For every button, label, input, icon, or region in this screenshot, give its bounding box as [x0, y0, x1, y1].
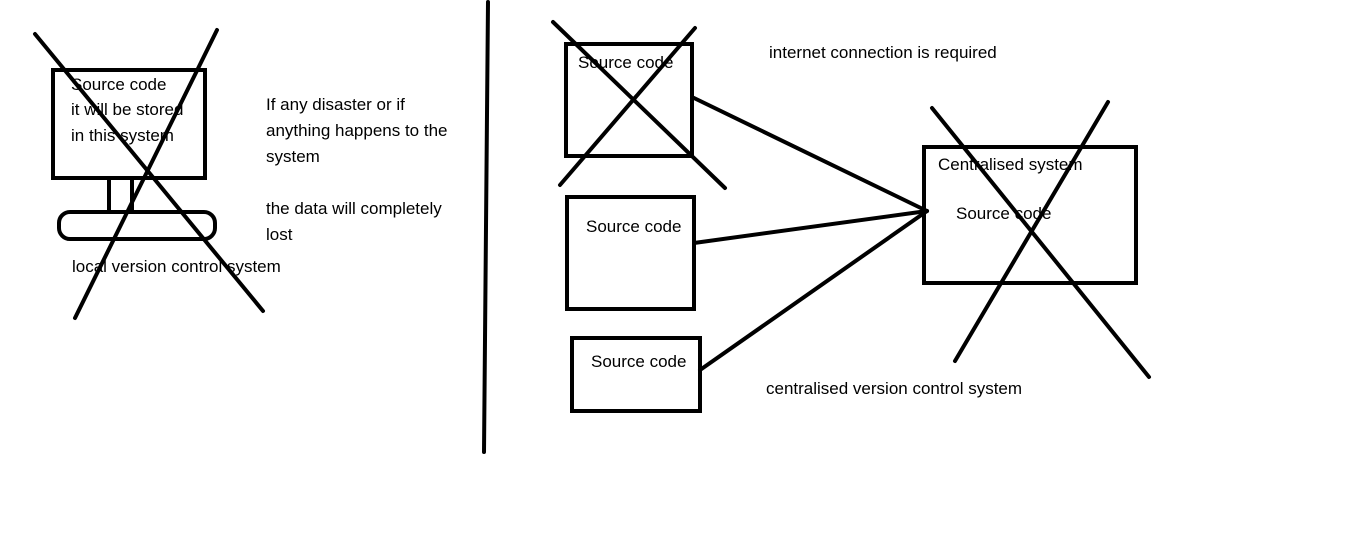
disaster-note-line-2: anything happens to the	[266, 121, 448, 140]
server-label: Source code	[956, 204, 1052, 223]
client-top-cross-b	[558, 26, 697, 187]
server-title: Centralised system	[938, 155, 1083, 174]
client-top-label: Source code	[578, 53, 674, 72]
local-base	[57, 210, 217, 241]
local-box-text-line-3: in this system	[71, 126, 174, 145]
internet-note: internet connection is required	[769, 43, 997, 62]
local-monitor-box	[51, 68, 207, 180]
local-box-text-line-2: it will be stored	[71, 100, 184, 119]
client-top-cross-a	[551, 20, 727, 190]
client-box-bottom	[570, 336, 702, 413]
server-cross-b	[953, 100, 1110, 363]
client-bottom-label: Source code	[591, 352, 687, 371]
disaster-note-line-1: If any disaster or if	[266, 95, 405, 114]
local-box-text-line-1: Source code	[71, 75, 167, 94]
connector-top	[692, 96, 929, 213]
connector-bottom	[698, 209, 929, 372]
server-box	[922, 145, 1138, 285]
disaster-note-line-3: system	[266, 147, 320, 166]
client-box-top	[564, 42, 694, 158]
local-cross-line-b	[73, 28, 219, 320]
client-box-middle	[565, 195, 696, 311]
connector-middle	[692, 209, 929, 245]
local-cross-line-a	[33, 32, 265, 313]
local-caption: local version control system	[72, 257, 281, 276]
data-lost-note-line-1: the data will completely	[266, 199, 442, 218]
centralised-caption: centralised version control system	[766, 379, 1023, 398]
data-lost-note-line-2: lost	[266, 225, 293, 244]
client-middle-label: Source code	[586, 217, 682, 236]
section-divider	[482, 0, 490, 454]
server-cross-a	[930, 106, 1151, 379]
